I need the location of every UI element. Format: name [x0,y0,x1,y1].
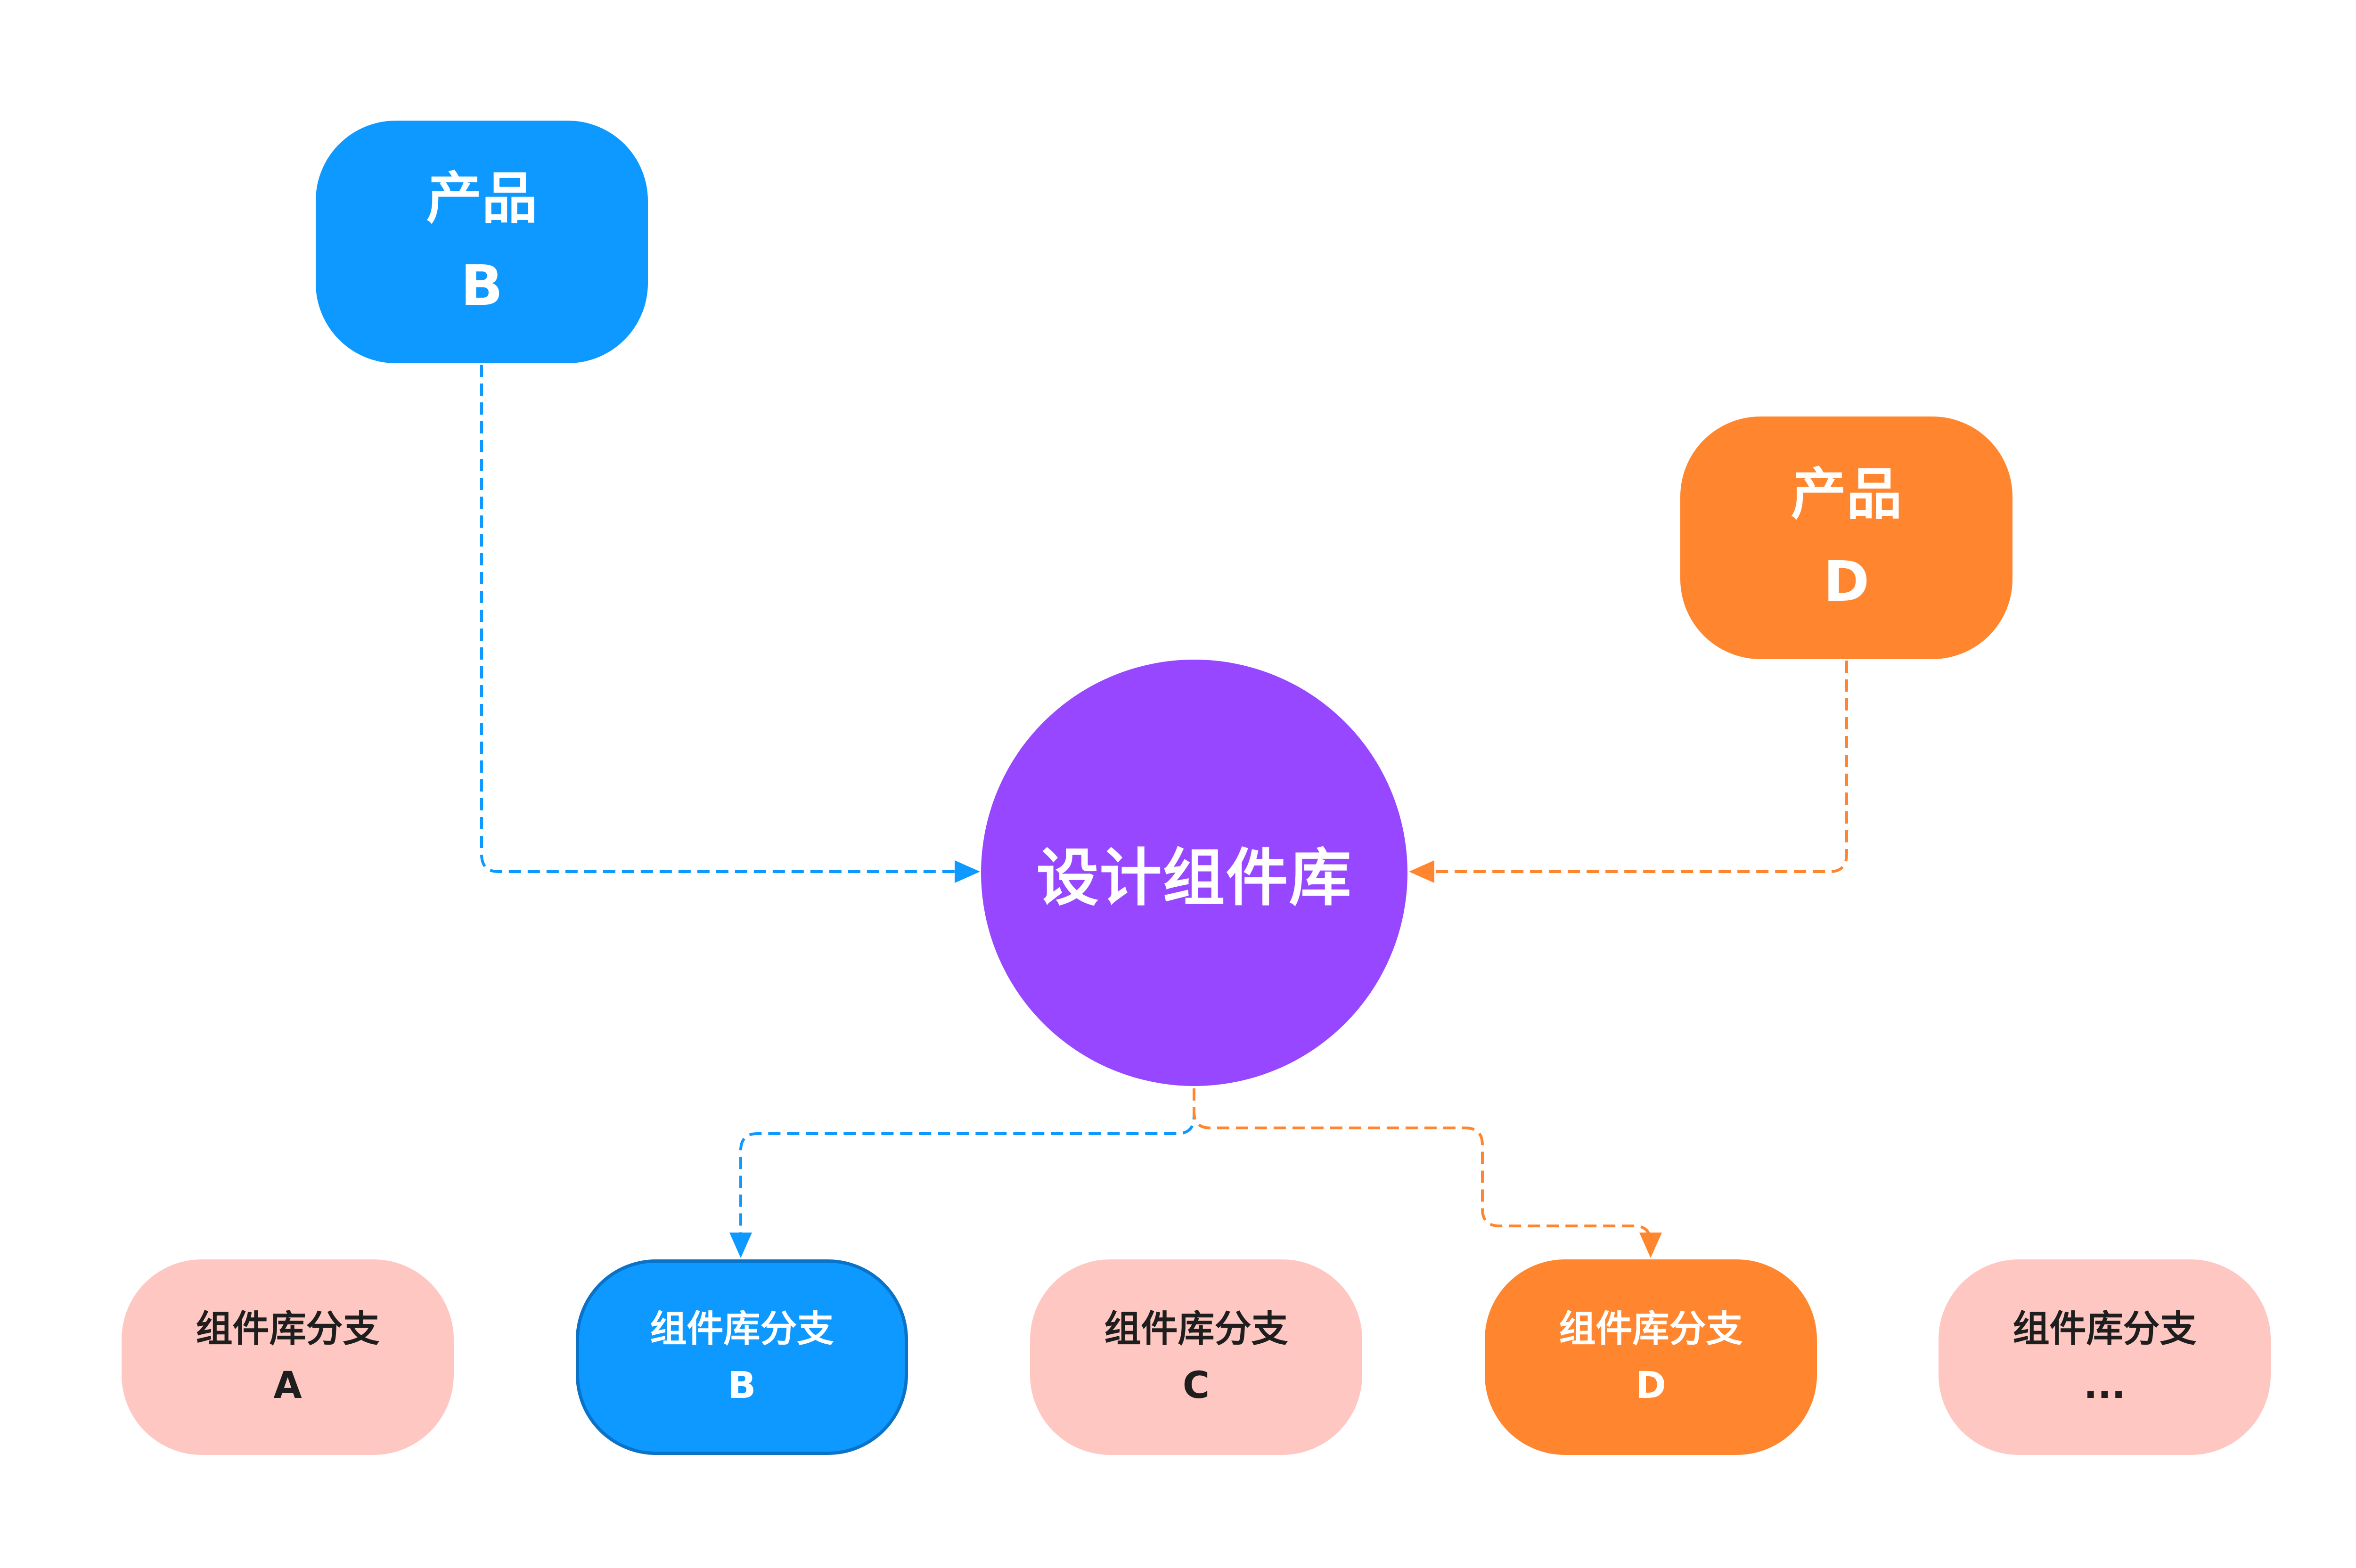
product-d-title: 产品 [1791,461,1902,527]
branch-d-code: D [1636,1364,1666,1407]
branch-b-node: 组件库分支 B [576,1259,908,1455]
connector-product-b-to-hub [480,365,980,883]
hub-label: 设计组件库 [1036,842,1352,915]
product-b-title: 产品 [426,165,538,231]
branch-b-code: B [728,1364,756,1407]
product-d-code: D [1823,548,1870,614]
product-d-node: 产品 D [1680,416,2012,659]
branch-more-code: ... [2084,1364,2126,1407]
design-library-hub: 设计组件库 [981,660,1407,1086]
branch-c-node: 组件库分支 C [1030,1259,1362,1455]
branch-c-code: C [1182,1364,1210,1407]
connector-hub-to-branch-b [729,1088,1195,1258]
branch-c-title: 组件库分支 [1104,1307,1288,1350]
branch-more-node: 组件库分支 ... [1939,1259,2271,1455]
branch-a-title: 组件库分支 [196,1307,380,1350]
branch-a-code: A [273,1364,302,1407]
branch-more-title: 组件库分支 [2012,1307,2197,1350]
branch-b-title: 组件库分支 [650,1307,834,1350]
branch-d-node: 组件库分支 D [1485,1259,1817,1455]
branch-d-title: 组件库分支 [1559,1307,1743,1350]
branch-a-node: 组件库分支 A [122,1259,454,1455]
product-b-node: 产品 B [316,121,648,363]
connector-hub-to-branch-d [1193,1088,1662,1258]
connector-product-d-to-hub [1409,661,1848,883]
product-b-code: B [460,253,503,318]
